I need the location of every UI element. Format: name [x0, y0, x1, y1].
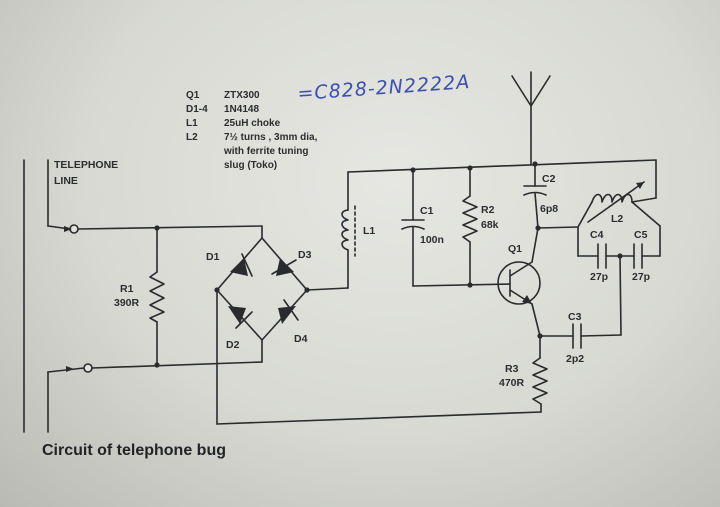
parts-ref: D1-4: [186, 104, 208, 115]
c1-label: C1: [420, 205, 434, 217]
telephone-label: TELEPHONE: [54, 159, 118, 171]
c1-value: 100n: [420, 234, 444, 246]
q1-transistor: [497, 227, 541, 337]
handwritten-note: =C828-2N2222A: [297, 71, 471, 105]
parts-ref: L1: [186, 118, 198, 129]
l1-label: L1: [363, 225, 375, 237]
c2-label: C2: [542, 173, 556, 185]
antenna-icon: [511, 71, 551, 165]
parts-value: 7½ turns , 3mm dia,: [224, 132, 318, 143]
d1-diode: [230, 258, 248, 276]
r2-value: 68k: [481, 219, 499, 231]
r1-value: 390R: [114, 297, 140, 309]
c4-label: C4: [590, 229, 604, 241]
figure-caption: Circuit of telephone bug: [42, 442, 226, 459]
input-wiring: [77, 225, 263, 369]
r3-value: 470R: [499, 377, 525, 389]
parts-value: with ferrite tuning: [223, 146, 308, 157]
telephone-line-terminals: [23, 159, 93, 433]
junction-dots: [154, 161, 623, 368]
parts-list: Q1 ZTX300 D1-4 1N4148 L1 25uH choke L2 7…: [186, 90, 318, 171]
d3-label: D3: [298, 249, 312, 261]
parts-value: 25uH choke: [224, 118, 281, 129]
bridge-rectifier: [216, 225, 542, 425]
d4-diode: [278, 306, 296, 324]
c1-capacitor: [401, 169, 511, 287]
c4-value: 27p: [590, 271, 608, 283]
c2-value: 6p8: [540, 203, 558, 215]
c3-capacitor: [539, 323, 622, 349]
l2-tuning-coil: [537, 159, 661, 229]
d2-diode: [228, 306, 246, 324]
c5-value: 27p: [632, 271, 650, 283]
l2-label: L2: [611, 213, 623, 225]
r2-resistor: [462, 167, 478, 286]
d2-label: D2: [226, 339, 240, 351]
parts-value: ZTX300: [224, 90, 260, 101]
l1-choke: [341, 159, 657, 257]
parts-ref: Q1: [186, 90, 200, 101]
r1-label: R1: [120, 283, 134, 295]
d4-label: D4: [294, 333, 308, 345]
r3-label: R3: [505, 363, 519, 375]
c3-value: 2p2: [566, 353, 584, 365]
r3-resistor: [532, 335, 548, 413]
c2-capacitor: [523, 163, 547, 229]
c3-label: C3: [568, 311, 582, 323]
parts-value: 1N4148: [224, 104, 259, 115]
q1-label: Q1: [508, 243, 522, 255]
line-label: LINE: [54, 175, 78, 187]
r1-resistor: [149, 271, 165, 323]
parts-ref: L2: [186, 132, 198, 143]
parts-value: slug (Toko): [224, 160, 277, 171]
d1-label: D1: [206, 251, 220, 263]
c5-label: C5: [634, 229, 648, 241]
c4-c5-capacitors: [577, 225, 661, 336]
r2-label: R2: [481, 204, 495, 216]
